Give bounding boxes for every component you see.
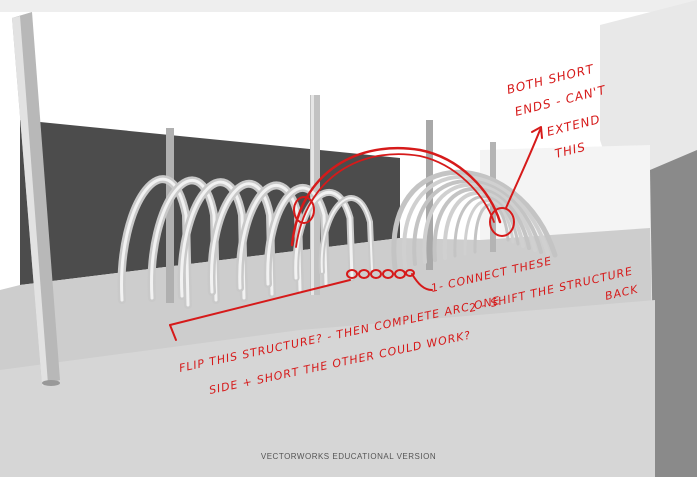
watermark-text: VECTORWORKS EDUCATIONAL VERSION [0,452,697,461]
right-column [650,150,697,477]
ceiling-band [0,0,697,12]
pole-small-1 [166,128,174,303]
